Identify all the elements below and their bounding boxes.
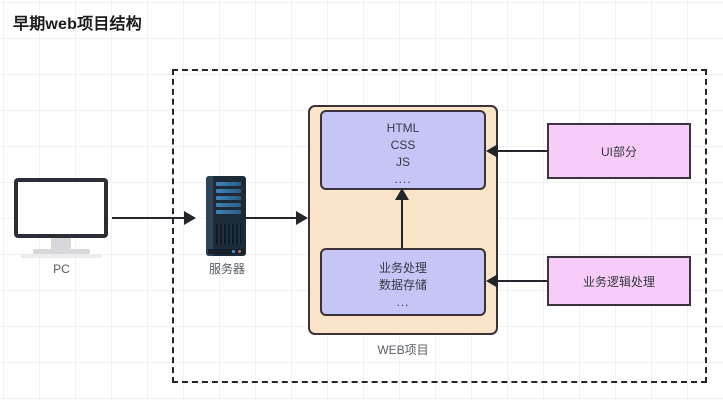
server-base (208, 249, 244, 254)
arrow-ui-to-frontend-line (497, 150, 547, 152)
monitor-shadow (21, 254, 102, 258)
server-led (216, 182, 241, 186)
backend-stack-box: 业务处理 数据存储 ... (320, 248, 486, 316)
backend-ellipsis: ... (396, 295, 410, 309)
server-label: 服务器 (208, 262, 245, 276)
frontend-line-js: JS (395, 155, 410, 169)
arrow-logic-to-backend-line (497, 280, 547, 282)
server-side-panel (206, 176, 213, 256)
ui-part-label: UI部分 (600, 144, 637, 159)
arrow-pc-to-server-line (112, 217, 185, 219)
business-logic-box: 业务逻辑处理 (547, 256, 691, 306)
monitor-neck (51, 238, 71, 251)
monitor-base (33, 249, 90, 255)
backend-line-storage: 数据存储 (378, 278, 427, 292)
server-led (216, 210, 241, 214)
arrow-backend-to-frontend-head (395, 188, 409, 200)
server-led (216, 196, 241, 200)
arrow-server-to-web-line (243, 217, 297, 219)
backend-line-business: 业务处理 (378, 261, 427, 275)
monitor-screen (14, 178, 108, 238)
pc-label: PC (53, 262, 70, 276)
frontend-line-css: CSS (390, 138, 416, 152)
server-led-panel (216, 182, 241, 218)
server-led (216, 203, 241, 207)
pc-node: PC (13, 178, 110, 276)
server-vent-grill (216, 224, 241, 244)
server-status-light-red (238, 250, 241, 253)
web-project-label: WEB项目 (377, 343, 429, 357)
ui-part-box: UI部分 (547, 123, 691, 179)
arrow-logic-to-backend-head (486, 274, 498, 288)
arrow-backend-to-frontend-line (401, 198, 403, 248)
frontend-line-html: HTML (386, 121, 420, 135)
server-node: 服务器 (198, 176, 256, 276)
page-title: 早期web项目结构 (13, 16, 142, 33)
arrow-pc-to-server-head (184, 211, 196, 225)
dashed-boundary-region (172, 69, 707, 383)
server-led (216, 189, 241, 193)
business-logic-label: 业务逻辑处理 (582, 274, 655, 289)
frontend-ellipsis: .... (394, 172, 412, 186)
frontend-stack-box: HTML CSS JS .... (320, 110, 486, 190)
arrow-server-to-web-head (296, 211, 308, 225)
arrow-ui-to-frontend-head (486, 144, 498, 158)
server-status-light-blue (232, 250, 235, 253)
